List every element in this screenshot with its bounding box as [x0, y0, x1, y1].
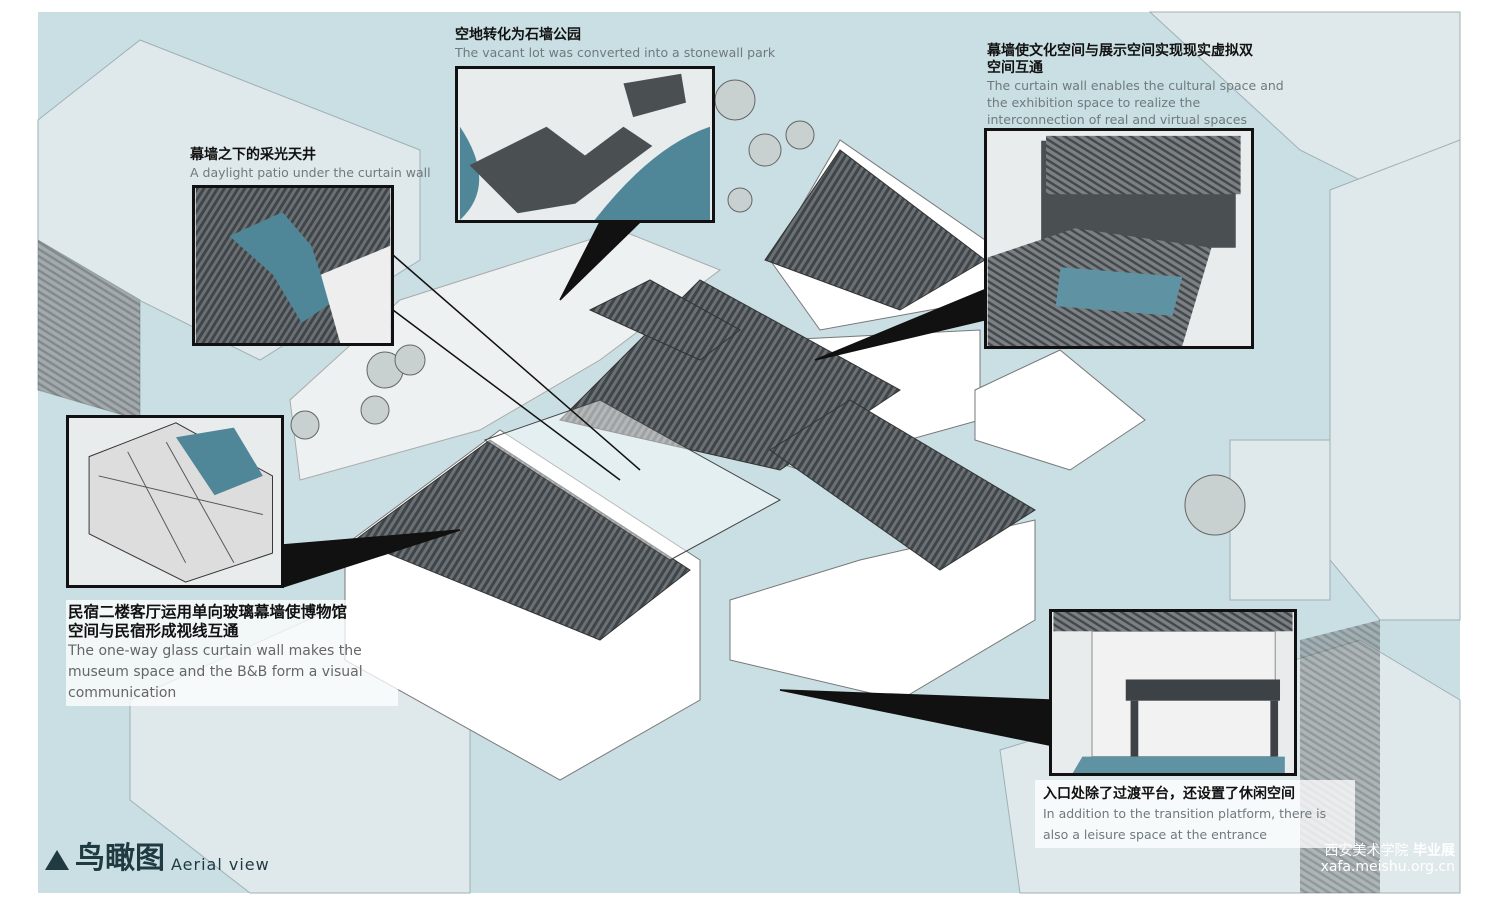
caption-panel-bnb: [66, 600, 398, 706]
title-zh: 鸟瞰图: [75, 841, 165, 876]
callout-caption: also a leisure space at the entrance: [1043, 827, 1267, 842]
trees: [290, 79, 1246, 536]
watermark-url: xafa.meishu.org.cn: [1320, 859, 1455, 875]
watermark-school: 西安美术学院: [1324, 843, 1409, 859]
callout-caption: The curtain wall enables the cultural sp…: [987, 78, 1284, 93]
callout-glass-curtain-bnb: 民宿二楼客厅运用单向玻璃幕墙使博物馆 空间与民宿形成视线互通 The one-w…: [68, 603, 363, 704]
triangle-icon: [45, 850, 69, 870]
callout-heading: 空间与民宿形成视线互通: [68, 622, 239, 640]
callout-heading: 空间互通: [987, 60, 1043, 76]
title-en: Aerial view: [171, 855, 270, 874]
glass-curtain-wall: [483, 399, 782, 561]
callout-heading: 民宿二楼客厅运用单向玻璃幕墙使博物馆: [68, 603, 348, 621]
callout-caption: In addition to the transition platform, …: [1043, 806, 1327, 821]
callout-caption: interconnection of real and virtual spac…: [987, 112, 1247, 127]
inset-entrance: [1049, 609, 1297, 776]
caption-panel-entrance: [1035, 780, 1355, 848]
callout-caption: The one-way glass curtain wall makes the: [68, 643, 362, 659]
watermark: 西安美术学院 毕业展 xafa.meishu.org.cn: [1321, 843, 1455, 875]
inset-stonewall-park: [455, 66, 715, 223]
callout-heading: 幕墙之下的采光天井: [190, 147, 316, 163]
view-title: 鸟瞰图 Aerial view: [45, 842, 270, 876]
callout-heading: 入口处除了过渡平台，还设置了休闲空间: [1043, 786, 1295, 802]
callout-caption: the exhibition space to realize the: [987, 95, 1201, 110]
tiled-roofs: [353, 149, 1036, 641]
callout-entrance: 入口处除了过渡平台，还设置了休闲空间 In addition to the tr…: [1043, 786, 1326, 845]
callout-leaders: [282, 221, 1050, 746]
callout-caption: A daylight patio under the curtain wall: [190, 165, 431, 180]
callout-curtain-wall: 幕墙使文化空间与展示空间实现现实虚拟双 空间互通 The curtain wal…: [987, 43, 1284, 128]
inset-daylight-patio: [192, 185, 394, 346]
stonewall-park: [289, 229, 722, 481]
callout-heading: 空地转化为石墙公园: [455, 27, 581, 43]
inset-curtain-wall: [984, 128, 1254, 349]
inset-glass-curtain-bnb: [66, 415, 284, 588]
callout-daylight-patio: 幕墙之下的采光天井 A daylight patio under the cur…: [190, 147, 431, 181]
watermark-event: 毕业展: [1413, 843, 1455, 859]
callout-caption: communication: [68, 685, 177, 701]
callout-caption: museum space and the B&B form a visual: [68, 664, 363, 680]
callout-stonewall-park: 空地转化为石墙公园 The vacant lot was converted i…: [455, 27, 775, 61]
callout-heading: 幕墙使文化空间与展示空间实现现实虚拟双: [987, 43, 1253, 59]
callout-caption: The vacant lot was converted into a ston…: [455, 45, 776, 60]
